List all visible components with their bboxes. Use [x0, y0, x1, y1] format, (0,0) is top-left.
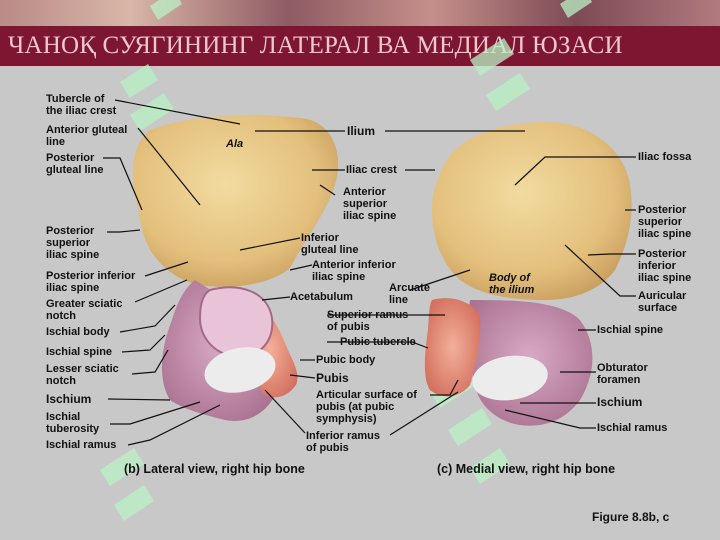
label-acetabulum: Acetabulum: [290, 291, 353, 303]
figure-number: Figure 8.8b, c: [592, 510, 669, 524]
caption-medial-view: (c) Medial view, right hip bone: [437, 462, 615, 476]
lateral-hip-bone: [133, 115, 338, 421]
label-ilium: Ilium: [347, 125, 375, 137]
label-ischial-body: Ischial body: [46, 326, 110, 338]
medial-pubis-shape: [425, 298, 481, 396]
label-pubis: Pubis: [316, 372, 349, 384]
label-iliac-fossa: Iliac fossa: [638, 151, 691, 163]
label-ala: Ala: [226, 138, 243, 150]
label-pubic-body: Pubic body: [316, 354, 375, 366]
label-iliac-crest-lateral: Iliac crest: [346, 164, 397, 176]
label-ischial-spine-lateral: Ischial spine: [46, 346, 112, 358]
caption-lateral-view: (b) Lateral view, right hip bone: [124, 462, 305, 476]
label-pubic-tubercle: Pubic tubercle: [340, 336, 416, 348]
lateral-acetabulum: [200, 287, 272, 356]
label-ischial-ramus-lateral: Ischial ramus: [46, 439, 116, 451]
label-ischium-lateral: Ischium: [46, 393, 91, 405]
label-ischium-medial: Ischium: [597, 396, 642, 408]
label-ischial-spine-medial: Ischial spine: [597, 324, 663, 336]
label-ischial-ramus-medial: Ischial ramus: [597, 422, 667, 434]
